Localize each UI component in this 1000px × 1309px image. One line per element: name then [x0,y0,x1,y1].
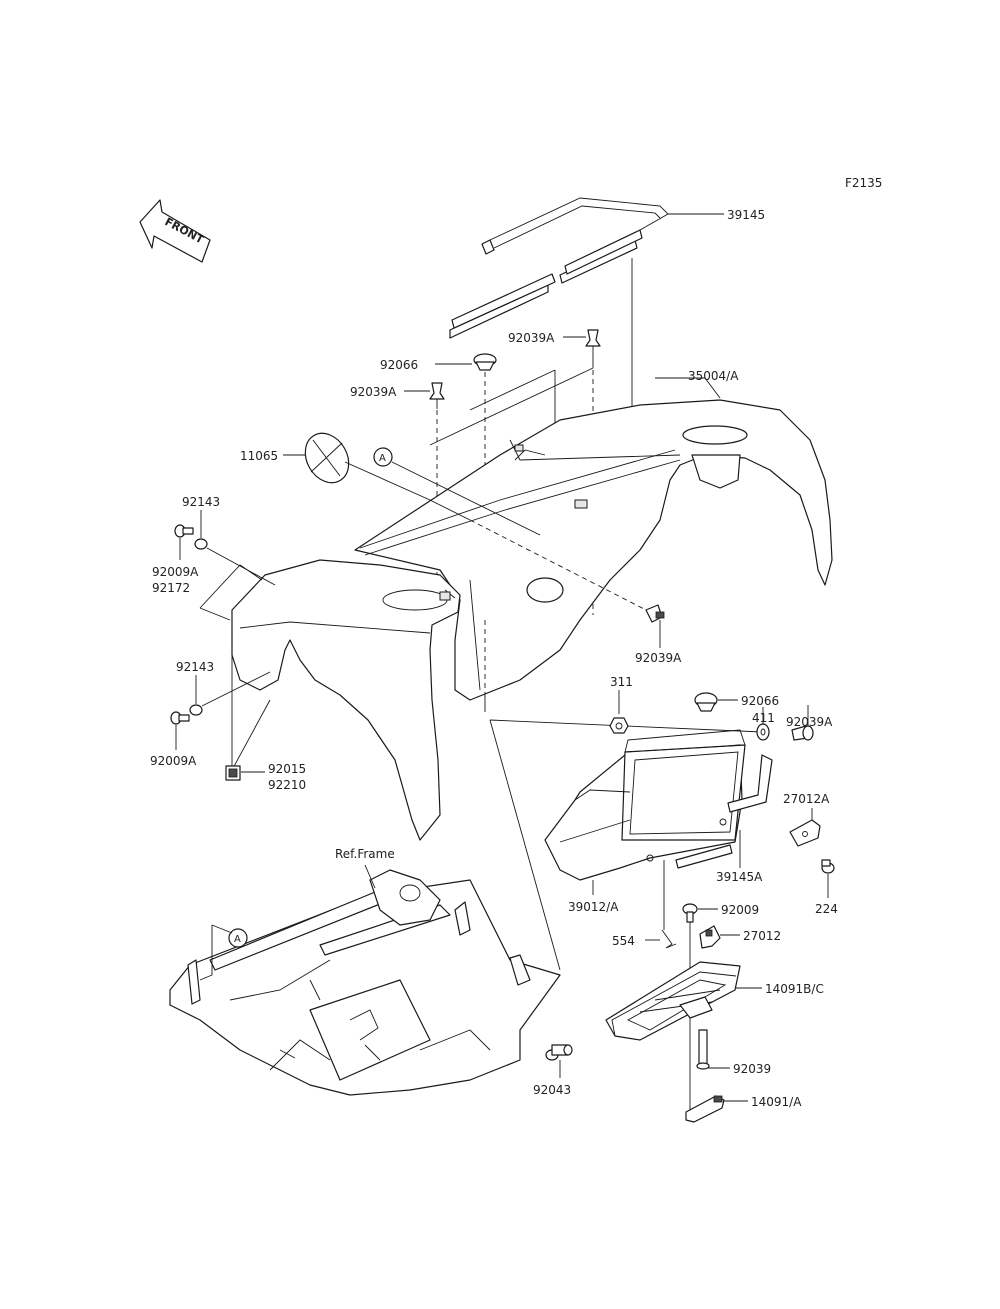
label-92009A-bot: 92009A [150,754,197,768]
label-39012A: 39012/A [568,900,619,914]
bolt-92009 [682,903,698,923]
clip-nut-92015 [225,765,241,781]
label-311: 311 [610,675,633,689]
label-35004A: 35004/A [688,369,739,383]
clip-92039A-top [585,329,601,356]
cap-11065 [304,432,350,484]
rivet-92039 [696,1029,710,1070]
label-92143-top: 92143 [182,495,220,509]
label-92143-bot: 92143 [176,660,214,674]
bracket-27012A [789,819,821,847]
lid-14091BC [605,961,741,1041]
label-554: 554 [612,934,635,948]
label-92009: 92009 [721,903,759,917]
bolt-92009A-bot [170,711,190,725]
callout-a-upper: A [373,447,393,467]
label-92039A-top: 92039A [508,331,555,345]
front-arrow-icon: FRONT [139,199,211,263]
bolt-92009A-top [174,524,194,538]
label-39145A: 39145A [716,870,763,884]
label-224: 224 [815,902,838,916]
label-14091A: 14091/A [751,1095,802,1109]
figure-code: F2135 [845,176,882,190]
svg-text:A: A [379,453,386,464]
front-fender-left [231,559,461,841]
label-92039: 92039 [733,1062,771,1076]
label-92066-box: 92066 [741,694,779,708]
svg-text:A: A [234,934,241,945]
clip-92039A-mid [429,382,445,409]
label-27012: 27012 [743,929,781,943]
label-92009A-top: 92009A [152,565,199,579]
bolt-224 [821,859,835,874]
washer-411 [756,723,770,741]
label-27012A: 27012A [783,792,830,806]
trim-39145A [675,754,773,869]
label-11065: 11065 [240,449,278,463]
storage-box-39012A [544,729,746,881]
label-92043: 92043 [533,1083,571,1097]
pin-92043 [545,1044,573,1061]
washer-92143-top [194,538,208,550]
rear-fender-35004A [354,399,833,701]
label-92039A-mid: 92039A [350,385,397,399]
label-92066-top: 92066 [380,358,418,372]
washer-92143-bot [189,704,203,716]
label-92039A-box: 92039A [786,715,833,729]
nut-311 [609,717,629,734]
clip-92039A-right [645,604,665,623]
label-411: 411 [752,711,775,725]
cap-92066-top [473,353,497,371]
label-14091BC: 14091B/C [765,982,824,996]
bracket-27012 [699,925,721,949]
label-ref-frame: Ref.Frame [335,847,395,861]
cap-92066-box [694,692,718,712]
pin-554 [661,929,677,949]
hinge-14091A [685,1095,725,1123]
label-92015: 92015 [268,762,306,776]
callout-a-lower: A [228,928,248,948]
reference-frame [169,869,561,1096]
label-92172: 92172 [152,581,190,595]
clip-92039A-box [791,725,814,741]
label-92039A-right: 92039A [635,651,682,665]
label-92210: 92210 [268,778,306,792]
trim-39145 [449,197,669,339]
label-39145: 39145 [727,208,765,222]
